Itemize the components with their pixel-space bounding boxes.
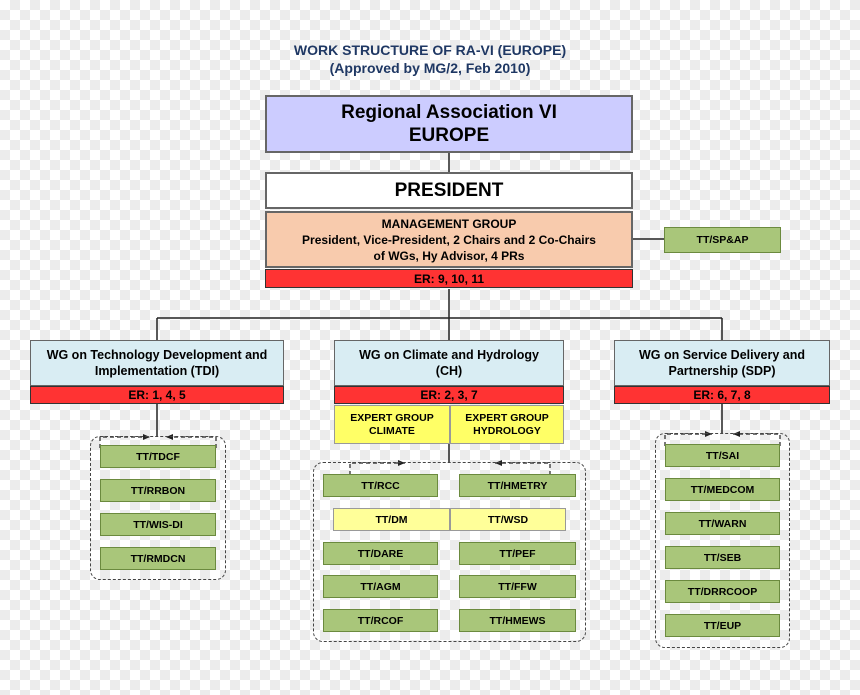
tt-rcc-box: TT/RCC	[323, 474, 438, 497]
tt-eup-box: TT/EUP	[665, 614, 780, 637]
expert-group-climate-line1: EXPERT GROUP	[350, 411, 434, 424]
wg-ch-box: WG on Climate and Hydrology (CH)	[334, 340, 564, 386]
president-box: PRESIDENT	[265, 172, 633, 209]
tt-sai-box: TT/SAI	[665, 444, 780, 467]
tt-rrbon-box: TT/RRBON	[100, 479, 216, 502]
tt-warn-box: TT/WARN	[665, 512, 780, 535]
tt-tdcf-box: TT/TDCF	[100, 445, 216, 468]
tt-wis-di-box: TT/WIS-DI	[100, 513, 216, 536]
president-label: PRESIDENT	[394, 179, 504, 201]
tt-dm-box: TT/DM	[333, 508, 450, 531]
tt-medcom-box: TT/MEDCOM	[665, 478, 780, 501]
tt-ffw-box: TT/FFW	[459, 575, 576, 598]
tt-wsd-box: TT/WSD	[450, 508, 566, 531]
tt-hmetry-box: TT/HMETRY	[459, 474, 576, 497]
management-group-box: MANAGEMENT GROUP President, Vice-Preside…	[265, 211, 633, 268]
tt-rmdcn-box: TT/RMDCN	[100, 547, 216, 570]
tt-agm-box: TT/AGM	[323, 575, 438, 598]
expert-group-climate-line2: CLIMATE	[369, 424, 415, 437]
wg-tdi-line1: WG on Technology Development and	[46, 348, 268, 362]
tt-rcof-box: TT/RCOF	[323, 609, 438, 632]
ra-region: EUROPE	[408, 125, 490, 146]
wg-tdi-er: ER: 1, 4, 5	[30, 386, 284, 404]
wg-tdi-line2: Implementation (TDI)	[94, 364, 220, 378]
page-subtitle: (Approved by MG/2, Feb 2010)	[329, 60, 531, 76]
page-title: WORK STRUCTURE OF RA-VI (EUROPE)	[293, 42, 567, 58]
wg-ch-line2: (CH)	[435, 364, 463, 378]
tdi-teams-container	[90, 436, 226, 580]
management-group-line2: of WGs, Hy Advisor, 4 PRs	[373, 248, 525, 263]
sdp-teams-container	[655, 433, 790, 648]
tt-sp-ap-box: TT/SP&AP	[664, 227, 781, 253]
wg-tdi-box: WG on Technology Development and Impleme…	[30, 340, 284, 386]
tt-hmews-box: TT/HMEWS	[459, 609, 576, 632]
wg-ch-line1: WG on Climate and Hydrology	[359, 348, 539, 362]
wg-ch-er: ER: 2, 3, 7	[334, 386, 564, 404]
tt-seb-box: TT/SEB	[665, 546, 780, 569]
wg-sdp-line2: Partnership (SDP)	[668, 364, 776, 378]
expert-group-climate: EXPERT GROUP CLIMATE	[334, 405, 450, 444]
tt-dare-box: TT/DARE	[323, 542, 438, 565]
expert-group-hydrology-line2: HYDROLOGY	[473, 424, 541, 437]
ra-name: Regional Association VI	[341, 102, 557, 123]
wg-sdp-line1: WG on Service Delivery and	[638, 348, 806, 362]
wg-sdp-er: ER: 6, 7, 8	[614, 386, 830, 404]
management-group-er: ER: 9, 10, 11	[265, 269, 633, 288]
tt-pef-box: TT/PEF	[459, 542, 576, 565]
ch-teams-container	[313, 462, 586, 642]
expert-group-hydrology-line1: EXPERT GROUP	[465, 411, 549, 424]
wg-sdp-box: WG on Service Delivery and Partnership (…	[614, 340, 830, 386]
expert-group-hydrology: EXPERT GROUP HYDROLOGY	[450, 405, 564, 444]
management-group-line1: President, Vice-President, 2 Chairs and …	[302, 232, 596, 247]
tt-drrcoop-box: TT/DRRCOOP	[665, 580, 780, 603]
management-group-title: MANAGEMENT GROUP	[381, 216, 517, 231]
regional-association-box: Regional Association VI EUROPE	[265, 95, 633, 153]
